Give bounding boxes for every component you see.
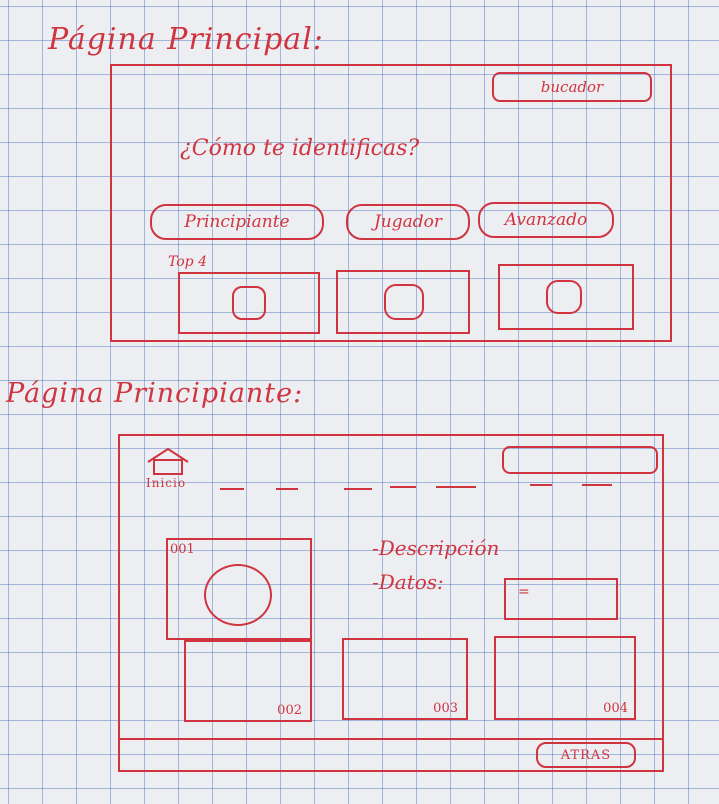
description-label: -Descripción [372, 536, 500, 560]
nav-divider [530, 484, 552, 486]
top-card-2[interactable] [336, 270, 470, 334]
card-number: 004 [603, 701, 628, 716]
nav-divider [220, 488, 244, 490]
item-card-002[interactable]: 002 [184, 640, 312, 722]
footer-divider [120, 738, 662, 740]
top-label: Top 4 [168, 254, 207, 270]
beginner-page-frame [118, 434, 664, 772]
image-placeholder-icon [384, 284, 424, 320]
data-field[interactable]: = [504, 578, 618, 620]
back-button[interactable]: ATRAS [536, 742, 636, 768]
image-placeholder-icon [232, 286, 266, 320]
home-label: Inicio [146, 476, 187, 490]
search-button[interactable]: bucador [492, 72, 652, 102]
item-card-001[interactable]: 001 [166, 538, 312, 640]
identify-question: ¿Cómo te identificas? [180, 136, 420, 161]
nav-divider [276, 488, 298, 490]
card-number: 002 [277, 703, 302, 718]
card-number: 001 [170, 542, 195, 557]
home-icon [147, 447, 189, 475]
nav-divider [582, 484, 612, 486]
top-card-1[interactable] [178, 272, 320, 334]
data-label: -Datos: [372, 570, 444, 594]
image-placeholder-icon [204, 564, 272, 626]
top-card-3[interactable] [498, 264, 634, 330]
level-button-jugador[interactable]: Jugador [346, 204, 470, 240]
nav-divider [436, 486, 476, 488]
nav-divider [390, 486, 416, 488]
card-number: 003 [433, 701, 458, 716]
image-placeholder-icon [546, 280, 582, 314]
level-button-principiante[interactable]: Principiante [150, 204, 324, 240]
nav-divider [344, 488, 372, 490]
beginner-page-title: Página Principiante: [6, 378, 304, 409]
data-value: = [518, 584, 530, 600]
main-page-title: Página Principal: [48, 22, 324, 57]
main-page-frame [110, 64, 672, 342]
home-link[interactable]: Inicio [140, 446, 200, 496]
search-input[interactable] [502, 446, 658, 474]
level-button-avanzado[interactable]: Avanzado [478, 202, 614, 238]
item-card-003[interactable]: 003 [342, 638, 468, 720]
item-card-004[interactable]: 004 [494, 636, 636, 720]
